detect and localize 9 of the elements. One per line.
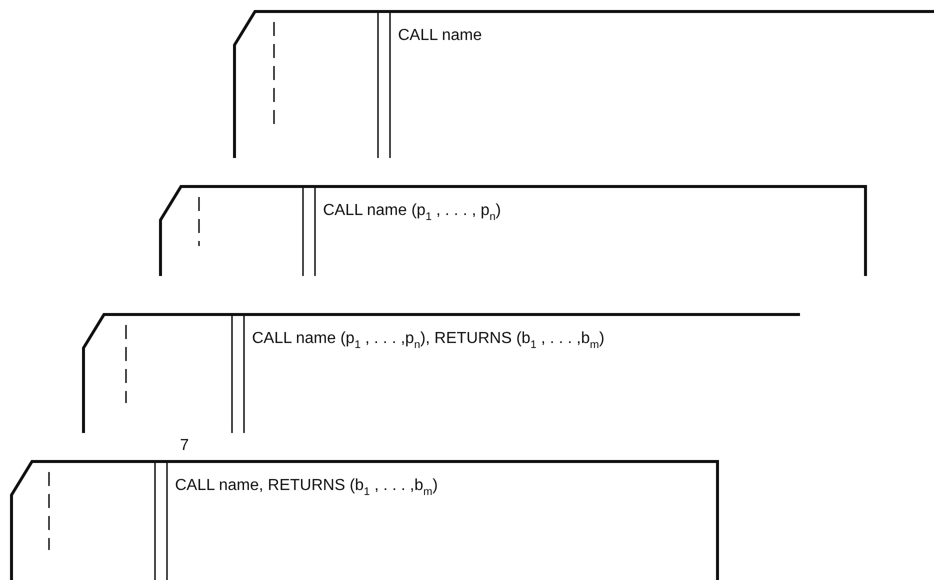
coding-form-card (233, 10, 934, 158)
coding-form-card (159, 185, 867, 276)
coding-form-card (82, 313, 800, 433)
call-statement-text: CALL name (398, 26, 482, 46)
coding-form-card (10, 460, 719, 580)
call-statement-text: CALL name (p$_{1}$ , . . . ,p$_{n}$), RETURNS (b$_{1}$ , . . . ,b$_{m}$) (252, 329, 604, 349)
call-statement-text: CALL name (p$_{1}$ , . . . , p$_{n}$) (323, 201, 501, 221)
call-statement-text: CALL name, RETURNS (b$_{1}$ , . . . ,b$_{m}$) (175, 476, 438, 496)
column-number: 7 (180, 437, 189, 455)
